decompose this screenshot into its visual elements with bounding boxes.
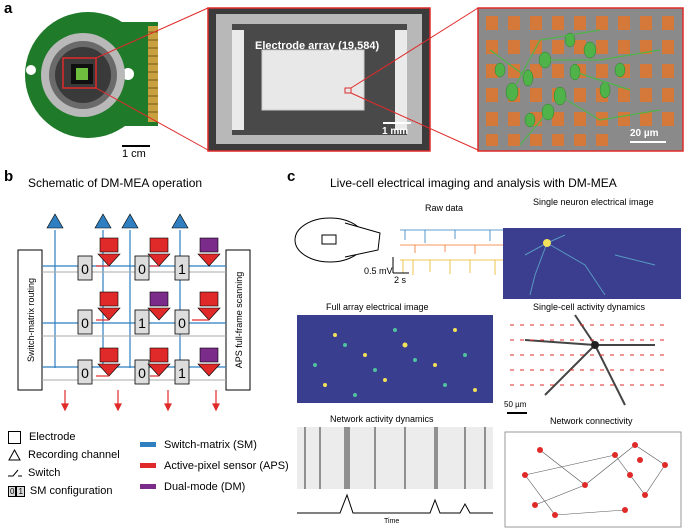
time-axis-label: Time [384, 518, 400, 525]
sm-config-icon-0: 0 [8, 485, 17, 497]
legend-electrode-label: Electrode [29, 431, 76, 443]
full-array-label: Full array electrical image [326, 302, 429, 312]
scale-array-label: 1 mm [382, 126, 409, 137]
scale-chip-label: 1 cm [122, 148, 146, 160]
sm-value-r3c2: 0 [138, 365, 146, 381]
scale-voltage-label: 0.5 mV [364, 266, 393, 276]
single-cell-label: Single-cell activity dynamics [533, 302, 646, 312]
legend-aps-label: Active-pixel sensor (APS) [164, 459, 289, 472]
aps-color-swatch [140, 463, 156, 468]
legend-left: Electrode Recording channel Switch 0 1 S… [8, 428, 138, 500]
neuron-sem-image [477, 7, 684, 152]
switch-matrix-routing-label: Switch-matrix routing [26, 278, 36, 362]
switch-icon [8, 469, 22, 477]
scale-bar-array [383, 122, 411, 124]
scale-bar-neuron [630, 141, 666, 143]
triangle-icon [8, 449, 21, 461]
sm-value-r1c1: 0 [81, 261, 89, 277]
network-activity-label: Network activity dynamics [330, 414, 434, 424]
single-neuron-label: Single neuron electrical image [533, 197, 654, 207]
panel-b-letter: b [4, 168, 14, 185]
sm-value-r1c3: 1 [178, 261, 186, 277]
legend-sm-label: Switch-matrix (SM) [164, 438, 257, 451]
scale-50um-label: 50 µm [504, 400, 527, 409]
sm-value-r2c1: 0 [81, 315, 89, 331]
legend-sm: Switch-matrix (SM) [140, 434, 290, 455]
legend-dm: Dual-mode (DM) [140, 476, 290, 497]
sm-value-r3c1: 0 [81, 365, 89, 381]
network-connectivity-label: Network connectivity [550, 416, 633, 426]
dm-color-swatch [140, 484, 156, 489]
panel-c-letter: c [287, 168, 296, 185]
electrode-array-label: Electrode array (19,584) [255, 40, 380, 52]
aps-scanning-label: APS full-frame scanning [234, 272, 244, 369]
sm-value-r2c2: 1 [138, 315, 146, 331]
legend-sm-config-label: SM configuration [29, 485, 113, 497]
sm-value-r1c2: 0 [138, 261, 146, 277]
electrode-icon [8, 430, 21, 444]
sm-color-swatch [140, 442, 156, 447]
electrode-array-image [207, 7, 431, 152]
activity-trace [297, 493, 493, 514]
chip-outline-icon [294, 217, 381, 263]
scale-bar-raw [392, 257, 409, 274]
legend-aps: Active-pixel sensor (APS) [140, 455, 290, 476]
sm-config-icon-1: 1 [16, 485, 25, 497]
panel-a-letter: a [4, 0, 13, 17]
panel-a-figure [25, 7, 684, 152]
sm-value-r2c3: 0 [178, 315, 186, 331]
panel-b-title: Schematic of DM-MEA operation [28, 176, 203, 190]
legend-dm-label: Dual-mode (DM) [164, 480, 246, 493]
sm-value-r3c3: 1 [178, 365, 186, 381]
dm-mea-schematic: 0 0 1 0 1 0 0 0 1 Switch-matrix routing … [17, 213, 251, 412]
legend-electrode: Electrode [8, 428, 138, 446]
sm-config-icon: 0 1 [8, 485, 25, 497]
scale-neuron-label: 20 µm [630, 128, 659, 139]
legend-sm-config: 0 1 SM configuration [8, 482, 138, 500]
mea-chip-image [25, 12, 158, 138]
network-raster-image [297, 427, 493, 489]
legend-recording-label: Recording channel [28, 449, 120, 461]
network-connectivity-graph [504, 431, 682, 528]
legend-switch: Switch [8, 464, 138, 482]
panel-c-title: Live-cell electrical imaging and analysi… [330, 176, 617, 190]
legend-recording: Recording channel [8, 446, 138, 464]
panel-c-figure [294, 217, 682, 528]
raw-data-label: Raw data [425, 203, 464, 213]
scale-bar-chip [122, 145, 150, 147]
single-neuron-image [503, 228, 681, 299]
legend-switch-label: Switch [28, 467, 61, 479]
scale-time-label: 2 s [394, 275, 407, 285]
legend-right: Switch-matrix (SM) Active-pixel sensor (… [140, 434, 290, 497]
single-cell-image [503, 315, 681, 405]
